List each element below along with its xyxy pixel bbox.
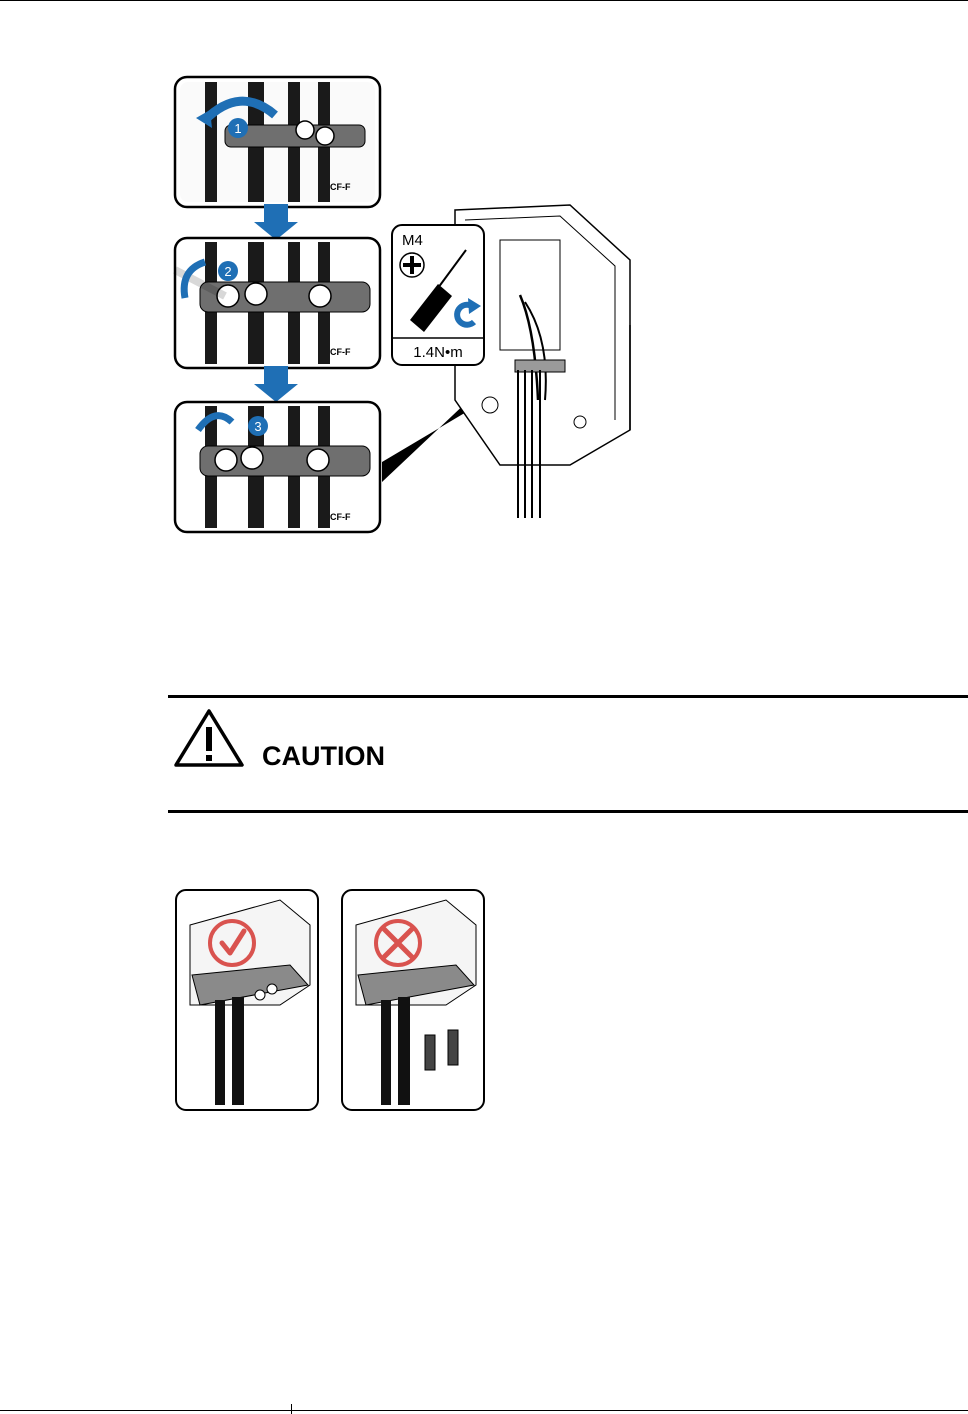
svg-text:CF-F: CF-F (330, 512, 351, 522)
step-panel-2: CF-F (175, 238, 380, 368)
step-1-marker: 1 (228, 118, 248, 138)
step-2-marker: 2 (218, 261, 238, 281)
footer-divider-tick (291, 1404, 292, 1414)
torque-value-label: 1.4N•m (413, 344, 462, 361)
cable-routing-comparison-figure (170, 885, 490, 1115)
tool-torque-inset: M4 1.4N•m (392, 225, 484, 365)
caution-notice: CAUTION (168, 695, 968, 813)
step-panel-1: CF-F (175, 77, 380, 207)
footer-rule (0, 1410, 968, 1411)
step-arrow-2 (254, 366, 298, 402)
svg-text:CF-F: CF-F (330, 182, 351, 192)
caution-label: CAUTION (262, 741, 385, 772)
header-rule (0, 0, 968, 1)
step-3-marker: 3 (248, 416, 268, 436)
caution-top-rule (168, 695, 968, 698)
warning-triangle-icon (172, 707, 246, 769)
svg-text:2: 2 (224, 264, 231, 279)
correct-routing-panel (176, 890, 318, 1110)
screw-size-label: M4 (402, 232, 423, 249)
phillips-screw-icon (400, 253, 424, 277)
incorrect-routing-panel (342, 890, 484, 1110)
svg-text:CF-F: CF-F (330, 347, 351, 357)
caution-bottom-rule (168, 810, 968, 813)
step-arrow-1 (254, 204, 298, 240)
step-panel-3: CF-F (175, 402, 380, 532)
cable-clamp-installation-figure: CF-F 1 CF-F 2 (170, 70, 640, 540)
svg-text:1: 1 (234, 121, 241, 136)
svg-text:3: 3 (254, 419, 261, 434)
